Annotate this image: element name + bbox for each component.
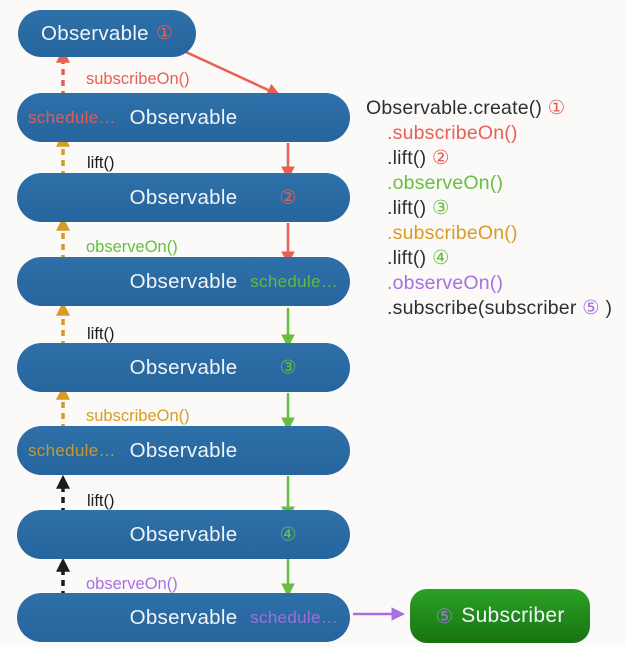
observable-box-7: Observable ④ — [17, 510, 350, 559]
observable-label: Observable — [129, 605, 238, 629]
observable-label: Observable — [129, 355, 238, 379]
code-segment: ① — [547, 97, 566, 119]
operator-label-observeon-1: observeOn() — [86, 238, 178, 256]
observable-box-4: Observable schedule… — [17, 257, 350, 306]
schedule-label: schedule… — [28, 440, 116, 460]
code-listing: Observable.create() ① .subscribeOn() .li… — [366, 96, 612, 321]
step-badge-2: ② — [279, 187, 297, 208]
observable-label: Observable — [129, 522, 238, 546]
observable-box-5: Observable ③ — [17, 343, 350, 392]
code-segment: .lift() — [387, 147, 432, 169]
observable-box-8: Observable schedule… — [17, 593, 350, 642]
step-badge-4: ④ — [279, 524, 297, 545]
code-segment: ④ — [431, 247, 450, 269]
code-line: .lift() ④ — [366, 246, 612, 271]
code-line: .subscribe(subscriber ⑤ ) — [366, 296, 612, 321]
operator-label-lift-2: lift() — [87, 325, 115, 343]
code-line: .subscribeOn() — [366, 121, 612, 146]
step-badge-5: ⑤ — [435, 605, 454, 628]
code-segment: ② — [431, 147, 450, 169]
subscriber-label: Subscriber — [461, 604, 565, 627]
code-segment: .observeOn() — [387, 172, 504, 194]
observable-box-1: Observable ① — [18, 10, 196, 57]
operator-label-subscribeon-1: subscribeOn() — [86, 70, 190, 88]
observable-box-3: Observable ② — [17, 173, 350, 222]
code-segment: ) — [599, 297, 613, 319]
code-segment: ⑤ — [582, 297, 600, 319]
code-line: .observeOn() — [366, 271, 612, 296]
code-line: .observeOn() — [366, 171, 612, 196]
schedule-label: schedule… — [250, 607, 338, 627]
observable-label: Observable — [129, 269, 238, 293]
code-segment: .subscribe(subscriber — [387, 297, 583, 319]
schedule-label: schedule… — [28, 107, 116, 127]
code-segment: .observeOn() — [387, 272, 504, 294]
code-line: .lift() ② — [366, 146, 612, 171]
subscriber-box: ⑤ Subscriber — [410, 589, 590, 643]
code-line: .subscribeOn() — [366, 221, 612, 246]
observable-label: Observable — [129, 438, 238, 462]
code-segment: Observable.create() — [366, 97, 548, 119]
observable-box-6: schedule… Observable — [17, 426, 350, 475]
observable-label: Observable — [41, 21, 149, 45]
code-segment: .subscribeOn() — [387, 122, 518, 144]
step-badge-3: ③ — [279, 357, 297, 378]
observable-box-2: schedule… Observable — [17, 93, 350, 142]
observable-label: Observable — [129, 105, 238, 129]
operator-label-lift-1: lift() — [87, 154, 115, 172]
code-segment: .subscribeOn() — [387, 222, 518, 244]
schedule-label: schedule… — [250, 271, 338, 291]
arrow-create-diagonal — [174, 45, 281, 97]
step-badge-1: ① — [155, 23, 173, 44]
operator-label-observeon-2: observeOn() — [86, 575, 178, 593]
operator-label-lift-3: lift() — [87, 492, 115, 510]
observable-label: Observable — [129, 185, 238, 209]
code-segment: .lift() — [387, 247, 432, 269]
code-segment: ③ — [431, 197, 450, 219]
code-line: Observable.create() ① — [366, 96, 612, 121]
operator-label-subscribeon-2: subscribeOn() — [86, 407, 190, 425]
code-line: .lift() ③ — [366, 196, 612, 221]
code-segment: .lift() — [387, 197, 432, 219]
